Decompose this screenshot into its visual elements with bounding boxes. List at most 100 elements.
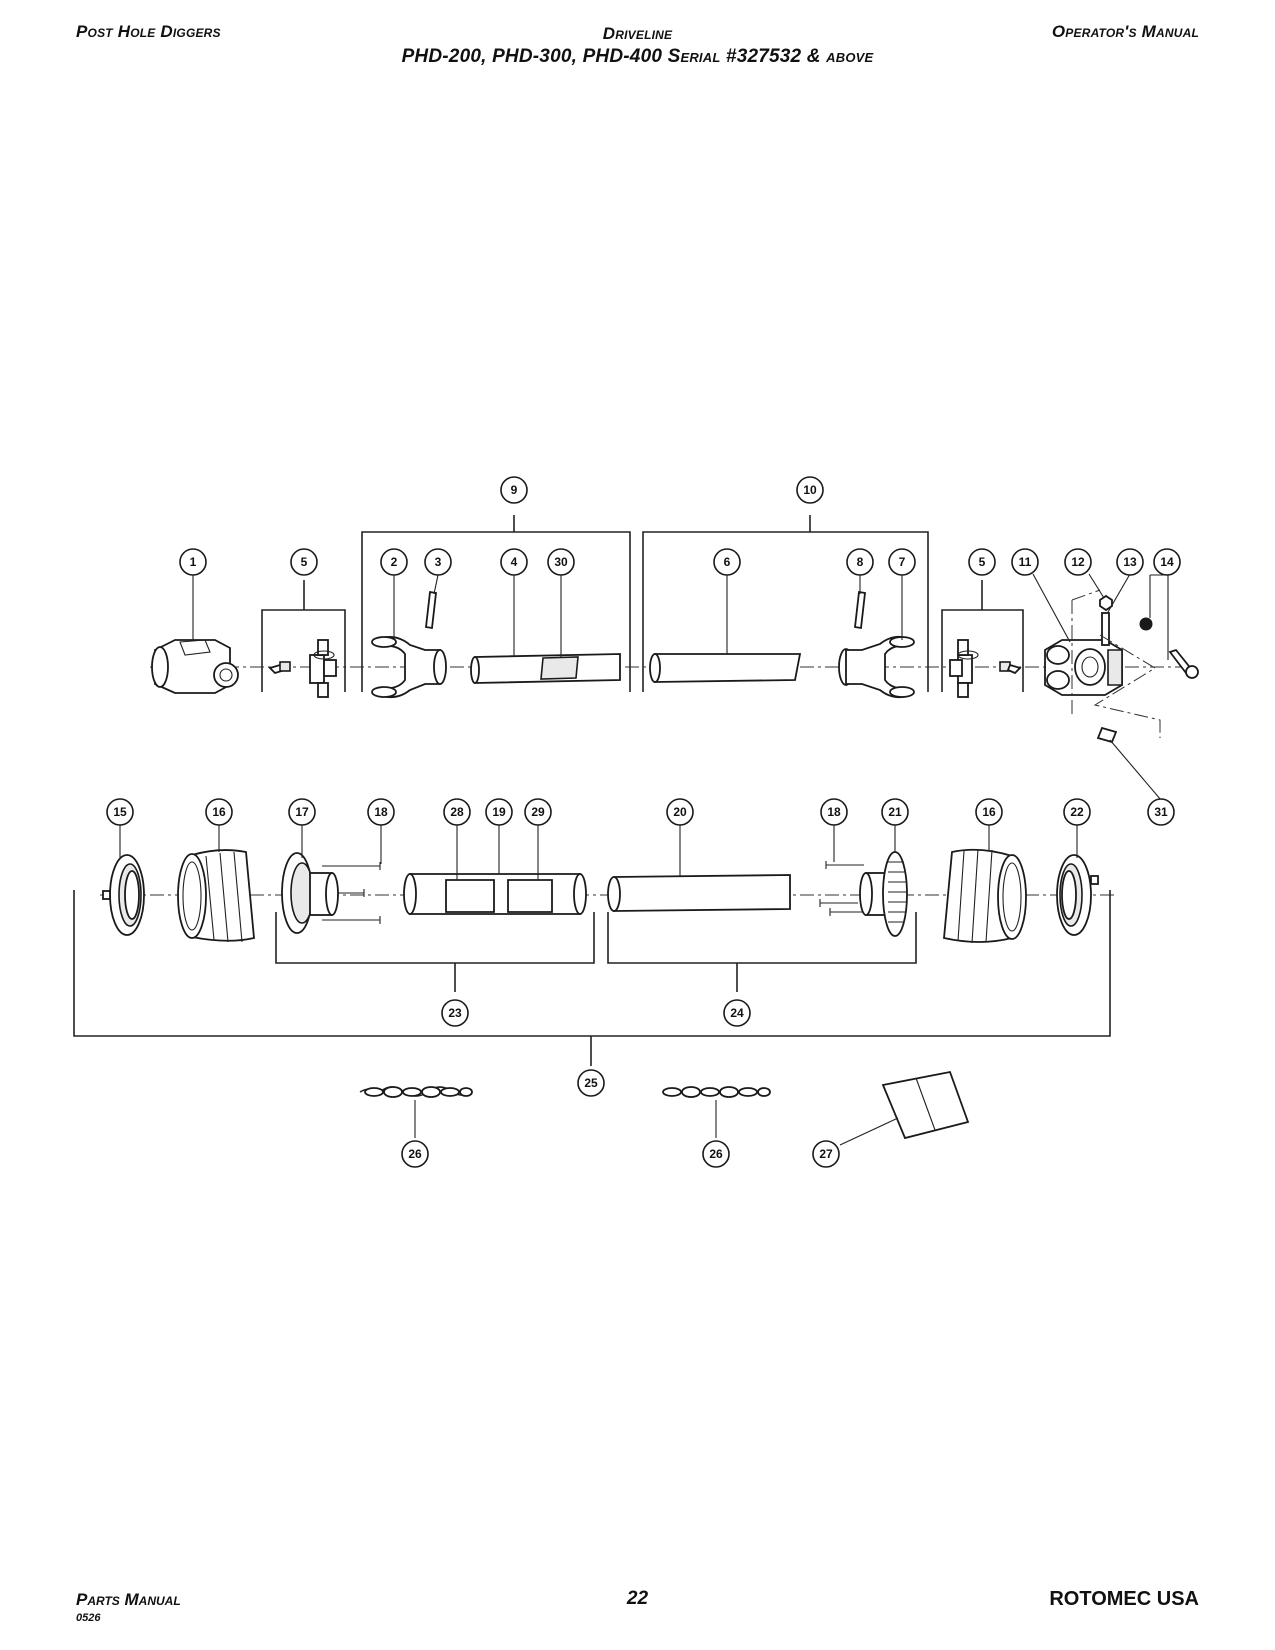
callout-1-label: 1 bbox=[190, 555, 197, 569]
callout-16-right-label: 16 bbox=[982, 805, 996, 819]
callout-31-label: 31 bbox=[1154, 805, 1168, 819]
callout-23: 23 bbox=[441, 999, 469, 1027]
part-26-right-chain bbox=[662, 1086, 771, 1098]
bottom-leaders bbox=[414, 1100, 899, 1146]
header-section-title: Driveline bbox=[602, 24, 673, 43]
callout-24-label: 24 bbox=[730, 1006, 744, 1020]
callout-16-left: 16 bbox=[205, 798, 233, 826]
bracket-24 bbox=[607, 912, 917, 964]
callout-15: 15 bbox=[106, 798, 134, 826]
part-8-roll-pin bbox=[854, 590, 866, 630]
callout-6-label: 6 bbox=[724, 555, 731, 569]
callout-12: 12 bbox=[1064, 548, 1092, 576]
callout-26-left-label: 26 bbox=[408, 1147, 422, 1161]
callout-27-label: 27 bbox=[819, 1147, 833, 1161]
callout-5-left-label: 5 bbox=[301, 555, 308, 569]
callout-13-label: 13 bbox=[1123, 555, 1137, 569]
part-5-left-cross-kit bbox=[268, 639, 337, 698]
callout-25: 25 bbox=[577, 1069, 605, 1097]
bracket-25 bbox=[73, 890, 1111, 1037]
footer-page-number: 22 bbox=[626, 1588, 649, 1609]
callout-26-right-label: 26 bbox=[709, 1147, 723, 1161]
callout-22-label: 22 bbox=[1070, 805, 1084, 819]
part-1-yoke bbox=[151, 639, 239, 694]
header-right-title: Operator's Manual bbox=[1051, 22, 1199, 41]
callout-8: 8 bbox=[846, 548, 874, 576]
callout-28: 28 bbox=[443, 798, 471, 826]
callout-21-label: 21 bbox=[888, 805, 902, 819]
callout-11-label: 11 bbox=[1019, 555, 1032, 569]
part-3-roll-pin bbox=[425, 590, 437, 630]
callout-26-left: 26 bbox=[401, 1140, 429, 1168]
callout-14: 14 bbox=[1153, 548, 1181, 576]
callout-29-label: 29 bbox=[531, 805, 545, 819]
callout-18-right-label: 18 bbox=[827, 805, 841, 819]
callout-16-right: 16 bbox=[975, 798, 1003, 826]
part-5-right-cross-kit bbox=[949, 639, 1022, 698]
callout-17: 17 bbox=[288, 798, 316, 826]
callout-18-left-label: 18 bbox=[374, 805, 388, 819]
part-29-decal bbox=[507, 879, 553, 913]
callout-5-right: 5 bbox=[968, 548, 996, 576]
callout-28-label: 28 bbox=[450, 805, 464, 819]
part-13-bolt bbox=[1101, 612, 1110, 646]
callout-22: 22 bbox=[1063, 798, 1091, 826]
bracket-9 bbox=[361, 531, 631, 692]
part-20-inner-guard-tube bbox=[607, 874, 791, 912]
part-21-bearing-ribbed bbox=[859, 851, 908, 937]
part-19-outer-guard-tube bbox=[403, 873, 587, 915]
callout-16-left-label: 16 bbox=[212, 805, 226, 819]
part-18-right-screws bbox=[819, 861, 866, 916]
callout-20-label: 20 bbox=[673, 805, 687, 819]
callout-29: 29 bbox=[524, 798, 552, 826]
part-16-right-cone bbox=[943, 848, 1027, 944]
callout-23-label: 23 bbox=[448, 1006, 462, 1020]
callout-3-label: 3 bbox=[435, 555, 442, 569]
part-22-bearing-ring bbox=[1056, 854, 1099, 936]
callout-27: 27 bbox=[812, 1140, 840, 1168]
callout-2: 2 bbox=[380, 548, 408, 576]
callout-20: 20 bbox=[666, 798, 694, 826]
callout-5-left: 5 bbox=[290, 548, 318, 576]
callout-9-label: 9 bbox=[511, 483, 518, 497]
bracket-10 bbox=[642, 531, 929, 692]
part-6-outer-tube bbox=[649, 653, 802, 683]
part-31-decal bbox=[1096, 726, 1118, 744]
callout-18-left: 18 bbox=[367, 798, 395, 826]
part-7-yoke bbox=[838, 635, 915, 699]
part-15-bearing-ring bbox=[102, 854, 145, 936]
part-28-decal bbox=[445, 879, 495, 913]
header-model-line: PHD-200, PHD-300, PHD-400 Serial #327532… bbox=[401, 46, 874, 67]
callout-3: 3 bbox=[424, 548, 452, 576]
callout-4: 4 bbox=[500, 548, 528, 576]
part-11-assembly-lines bbox=[1071, 589, 1161, 738]
callout-11: 11 bbox=[1011, 548, 1039, 576]
callout-13: 13 bbox=[1116, 548, 1144, 576]
part-30-decal bbox=[540, 656, 579, 680]
callout-7: 7 bbox=[888, 548, 916, 576]
callout-21: 21 bbox=[881, 798, 909, 826]
callout-14-label: 14 bbox=[1160, 555, 1174, 569]
callout-1: 1 bbox=[179, 548, 207, 576]
header-left-title: Post Hole Diggers bbox=[76, 22, 221, 41]
callout-17-label: 17 bbox=[295, 805, 309, 819]
part-27-operators-manual bbox=[881, 1070, 970, 1140]
callout-30-label: 30 bbox=[554, 555, 568, 569]
callout-4-label: 4 bbox=[511, 555, 518, 569]
bracket-5-right bbox=[941, 609, 1024, 692]
header-center-title: Driveline PHD-200, PHD-300, PHD-400 Seri… bbox=[0, 22, 1275, 68]
callout-30: 30 bbox=[547, 548, 575, 576]
callout-7-label: 7 bbox=[899, 555, 906, 569]
callout-26-right: 26 bbox=[702, 1140, 730, 1168]
part-17-bearing-plate bbox=[281, 852, 339, 934]
part-26-left-chain bbox=[359, 1086, 473, 1098]
callout-12-label: 12 bbox=[1071, 555, 1085, 569]
callout-25-label: 25 bbox=[584, 1076, 598, 1090]
bracket-23 bbox=[275, 912, 595, 964]
callout-10: 10 bbox=[796, 476, 824, 504]
part-14-ball-and-pin bbox=[1139, 617, 1199, 679]
top-leaders bbox=[192, 573, 1169, 801]
callout-15-label: 15 bbox=[113, 805, 127, 819]
callout-8-label: 8 bbox=[857, 555, 864, 569]
callout-19: 19 bbox=[485, 798, 513, 826]
